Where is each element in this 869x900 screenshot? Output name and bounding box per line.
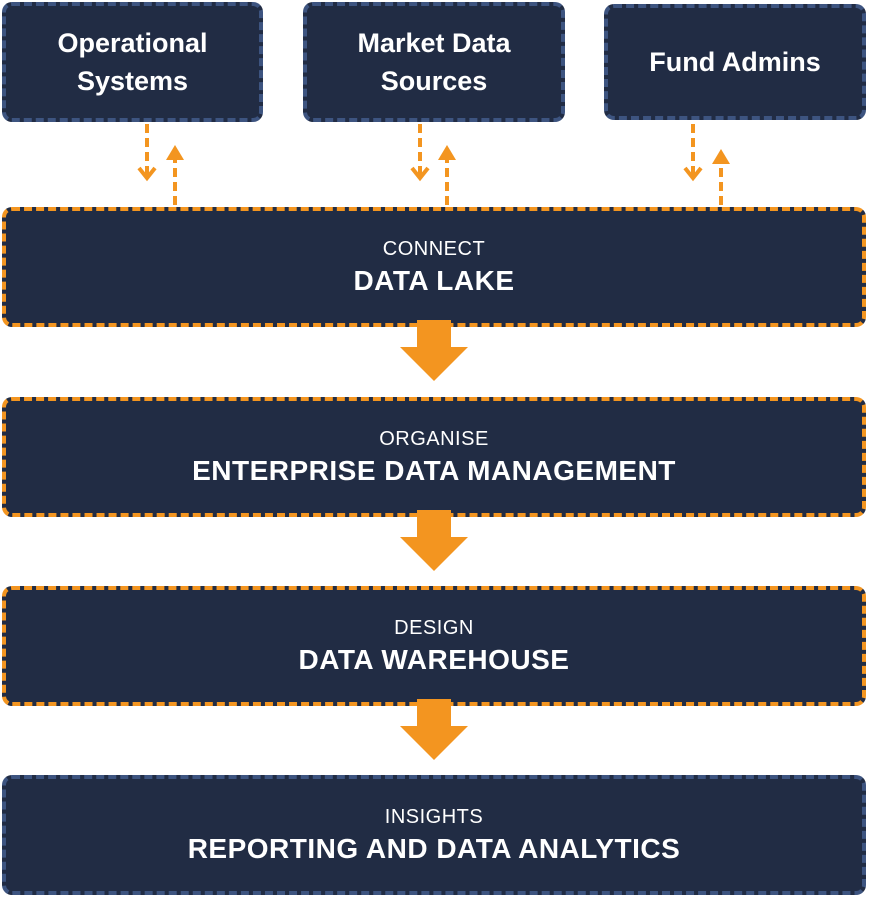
arrow-down-icon [137,124,157,182]
flow-arrow-down-icon [400,699,468,760]
stage-kicker: INSIGHTS [384,805,484,828]
flow-arrow-down-icon [400,510,468,571]
arrow-up-icon [712,149,730,205]
arrow-down-icon [410,124,430,182]
arrow-up-icon [438,145,456,205]
stage-title: DATA LAKE [353,264,515,296]
stage-reporting-and-data-analytics: INSIGHTS REPORTING AND DATA ANALYTICS [2,775,866,895]
stage-title: ENTERPRISE DATA MANAGEMENT [192,454,676,486]
stage-title: REPORTING AND DATA ANALYTICS [187,832,681,864]
flow-arrow-down-icon [400,320,468,381]
arrow-down-icon [683,124,703,182]
source-label: Fund Admins [649,47,821,77]
source-box-fund-admins: Fund Admins [604,4,866,120]
stage-data-warehouse: DESIGN DATA WAREHOUSE [2,586,866,706]
stage-data-lake: CONNECT DATA LAKE [2,207,866,327]
stage-kicker: CONNECT [382,237,486,260]
source-box-market-data-sources: Market Data Sources [303,2,565,122]
arrow-up-icon [166,145,184,205]
source-label: Operational Systems [57,28,208,96]
stage-kicker: DESIGN [394,616,474,639]
stage-title: DATA WAREHOUSE [298,643,570,675]
source-box-operational-systems: Operational Systems [2,2,263,122]
stage-enterprise-data-management: ORGANISE ENTERPRISE DATA MANAGEMENT [2,397,866,517]
stage-kicker: ORGANISE [379,427,489,450]
source-label: Market Data Sources [357,28,511,96]
